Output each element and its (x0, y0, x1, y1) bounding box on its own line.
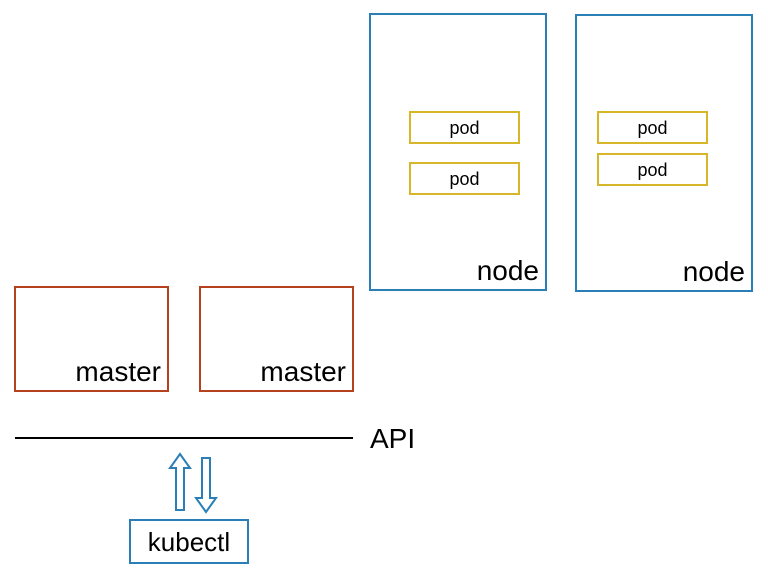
pod-box: pod (597, 153, 708, 186)
master-box-2: master (199, 286, 354, 392)
master-label: master (260, 356, 346, 388)
pod-box: pod (409, 162, 520, 195)
master-label: master (75, 356, 161, 388)
master-box-1: master (14, 286, 169, 392)
arrow-up-icon (168, 452, 192, 511)
api-label: API (370, 423, 416, 454)
arrow-down-icon (194, 457, 218, 514)
node-box-1: pod pod node (369, 13, 547, 291)
up-down-arrows-icon (168, 452, 218, 514)
pod-box: pod (409, 111, 520, 144)
node-label: node (476, 255, 539, 287)
kubectl-box: kubectl (129, 519, 249, 564)
node-label: node (682, 256, 745, 288)
pod-box: pod (597, 111, 708, 144)
api-line (15, 437, 353, 439)
node-box-2: pod pod node (575, 14, 753, 292)
